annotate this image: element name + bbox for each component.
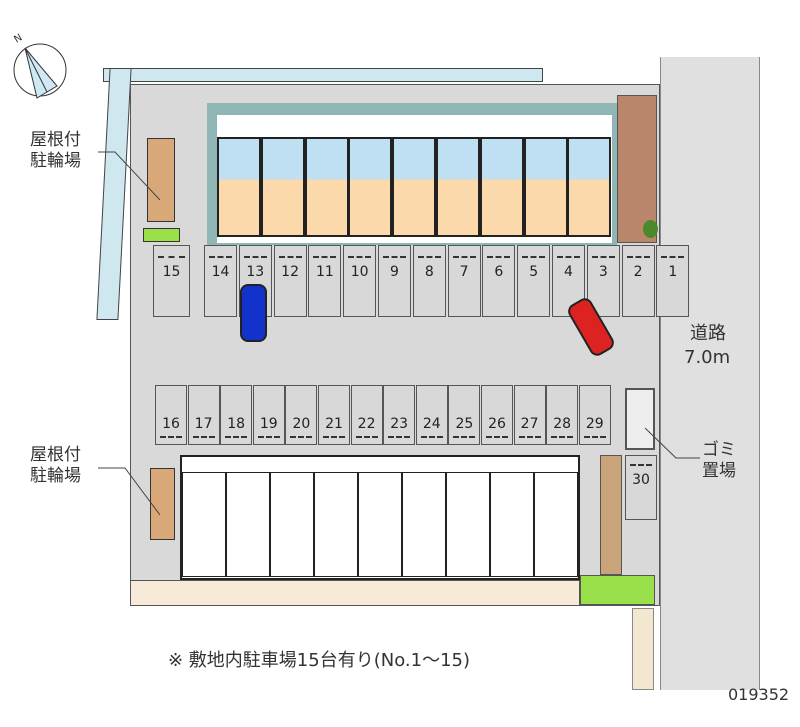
parking-space-28: 28 (546, 385, 579, 445)
blue-car-icon (240, 284, 267, 342)
beige-strip (130, 580, 580, 606)
parking-space-23: 23 (383, 385, 416, 445)
parking-space-19: 19 (252, 385, 285, 445)
brick-stair-area (617, 95, 657, 243)
parking-space-17: 17 (187, 385, 220, 445)
parking-space-11: 11 (308, 245, 342, 317)
parking-space-5: 5 (517, 245, 551, 317)
parking-space-30: 30 (625, 455, 657, 520)
parking-space-18: 18 (220, 385, 253, 445)
apartment-unit (402, 472, 446, 577)
apartment-unit (304, 137, 349, 237)
apartment-unit (358, 472, 402, 577)
top-building (217, 115, 612, 243)
apartment-unit (534, 472, 578, 577)
apartment-unit (567, 137, 612, 237)
parking-space-9: 9 (378, 245, 411, 317)
parking-space-25: 25 (448, 385, 481, 445)
parking-space-10: 10 (343, 245, 377, 317)
channel-left (96, 68, 132, 320)
bike-shed-label-bottom: 屋根付駐輪場 (30, 445, 81, 486)
apartment-unit (392, 137, 437, 237)
parking-space-15: 15 (153, 245, 190, 317)
parking-space-14: 14 (204, 245, 237, 317)
parking-space-1: 1 (656, 245, 690, 317)
parking-space-22: 22 (350, 385, 383, 445)
property-code: 019352 (728, 685, 790, 704)
road (660, 57, 760, 690)
apartment-unit (226, 472, 270, 577)
bike-shed-top (147, 138, 175, 222)
parking-space-8: 8 (412, 245, 446, 317)
apartment-unit (260, 137, 305, 237)
parking-space-16: 16 (155, 385, 187, 445)
parking-space-24: 24 (415, 385, 448, 445)
bottom-building (180, 455, 580, 580)
parking-footnote: ※ 敷地内駐車場15台有り(No.1～15) (168, 650, 470, 671)
apartment-unit (490, 472, 534, 577)
parking-space-6: 6 (482, 245, 516, 317)
bike-shed-label-top: 屋根付駐輪場 (30, 130, 81, 171)
apartment-unit (182, 472, 226, 577)
apartment-unit (217, 137, 261, 237)
parking-space-26: 26 (481, 385, 513, 445)
parking-space-27: 27 (513, 385, 546, 445)
apartment-unit (270, 472, 314, 577)
parking-space-20: 20 (285, 385, 318, 445)
parking-space-2: 2 (621, 245, 655, 317)
apartment-unit (523, 137, 568, 237)
brick-walkway (600, 455, 622, 575)
apartment-unit (436, 137, 480, 237)
compass-icon: N (12, 32, 67, 99)
channel-top (103, 68, 543, 82)
garbage-area (625, 388, 655, 450)
apartment-unit (479, 137, 524, 237)
apartment-unit (348, 137, 393, 237)
apartment-unit (446, 472, 490, 577)
sidewalk (632, 608, 654, 690)
parking-space-12: 12 (273, 245, 307, 317)
planting-strip (143, 228, 180, 242)
parking-space-29: 29 (578, 385, 611, 445)
parking-space-21: 21 (318, 385, 350, 445)
parking-space-7: 7 (447, 245, 481, 317)
planting-area (580, 575, 655, 605)
tree-icon (643, 220, 658, 238)
garbage-label: ゴミ置場 (702, 440, 736, 481)
bike-shed-bottom (150, 468, 175, 540)
north-label: N (12, 32, 24, 45)
apartment-unit (314, 472, 358, 577)
